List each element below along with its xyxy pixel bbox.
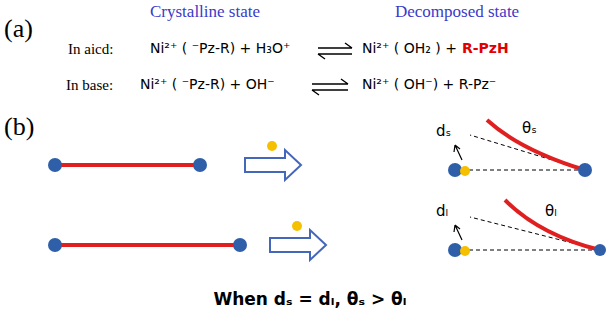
guest-molecule	[292, 221, 302, 231]
column-heading: Decomposed state	[395, 2, 519, 22]
short-rod	[48, 158, 207, 172]
block-arrow	[270, 230, 326, 260]
equilibrium-arrow	[312, 79, 348, 95]
reaction-formula: Ni²⁺ ( OH⁻) + R-Pz⁻	[362, 76, 496, 92]
product-formula: R-PzH	[462, 40, 509, 56]
reaction-formula: Ni²⁺ ( ⁻Pz-R) + OH⁻	[140, 76, 275, 92]
panel-letter: (a)	[4, 14, 33, 44]
distance-symbol: dₗ	[436, 203, 448, 220]
bent-short-rod	[448, 120, 592, 177]
angle-symbol: θₗ	[545, 203, 557, 220]
conclusion-text: When dₛ = dₗ, θₛ > θₗ	[213, 290, 406, 310]
reaction-formula: Ni²⁺ ( OH₂ ) +	[362, 40, 457, 56]
block-arrow	[245, 150, 301, 180]
guest-molecule	[267, 141, 277, 151]
column-heading: Crystalline state	[150, 2, 260, 22]
equilibrium-arrow	[318, 43, 352, 59]
distance-symbol: dₛ	[436, 123, 451, 140]
angle-symbol: θₛ	[522, 120, 537, 137]
reaction-formula: Ni²⁺ ( ⁻Pz-R) + H₃O⁺	[150, 40, 290, 56]
condition-label: In aicd:	[68, 41, 113, 58]
long-rod	[48, 238, 247, 252]
bent-long-rod	[448, 200, 606, 257]
condition-label: In base:	[66, 77, 113, 94]
panel-letter: (b)	[4, 112, 34, 142]
